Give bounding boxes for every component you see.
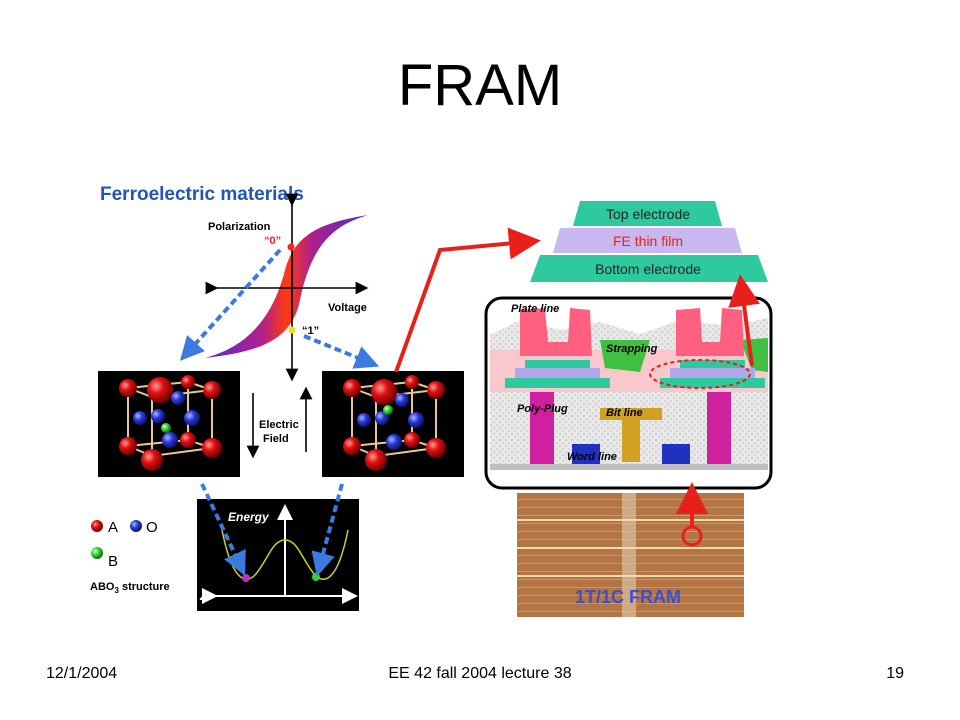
footer-date: 12/1/2004 <box>46 665 118 682</box>
state-zero-dot <box>287 243 295 251</box>
strapping-label: Strapping <box>606 343 658 355</box>
structure-label: ABO3 structure <box>90 581 170 595</box>
blue-arrow-well-left <box>200 483 246 576</box>
footer-course: EE 42 fall 2004 lecture 38 <box>388 665 572 682</box>
figure-heading: Ferroelectric materials <box>100 184 304 205</box>
polarization-label: Polarization <box>208 221 271 233</box>
crystal-right <box>322 371 464 477</box>
bit-line-label: Bit line <box>606 407 643 419</box>
footer-page-number: 19 <box>886 665 904 682</box>
stack-bottom-label: Bottom electrode <box>595 261 701 277</box>
crystal-left <box>98 371 240 477</box>
electric-field-label-1: Electric <box>259 419 299 431</box>
z-axis-label: Z <box>199 588 209 603</box>
slide-title: FRAM <box>397 53 563 118</box>
energy-diagram <box>197 499 359 611</box>
red-arrow-cell-to-stack <box>728 274 760 367</box>
hysteresis-loop <box>205 193 369 382</box>
state-one-dot <box>288 326 296 334</box>
cell-cross-section <box>484 296 773 490</box>
electric-field-label-2: Field <box>263 433 289 445</box>
red-arrow-to-stack <box>394 227 541 373</box>
stack-top-label: Top electrode <box>606 206 690 222</box>
state-zero-label: “0” <box>264 235 281 247</box>
energy-label: Energy <box>228 510 270 524</box>
plate-line-label: Plate line <box>511 303 559 315</box>
legend-o: O <box>146 519 158 536</box>
word-line-label: Word line <box>567 451 617 463</box>
blue-arrow-left <box>179 248 282 361</box>
poly-plug-label: Poly-Plug <box>517 403 568 415</box>
chip-label: 1T/1C FRAM <box>575 587 681 607</box>
atom-legend <box>91 520 142 559</box>
capacitor-stack <box>530 201 768 282</box>
state-one-label: “1” <box>302 325 319 337</box>
blue-arrow-right <box>303 334 380 369</box>
legend-b: B <box>108 553 118 570</box>
chip-photo <box>517 482 744 617</box>
legend-a: A <box>108 519 118 536</box>
stack-fe-label: FE thin film <box>613 233 683 249</box>
blue-arrow-well-right <box>311 483 344 577</box>
voltage-label: Voltage <box>328 302 367 314</box>
